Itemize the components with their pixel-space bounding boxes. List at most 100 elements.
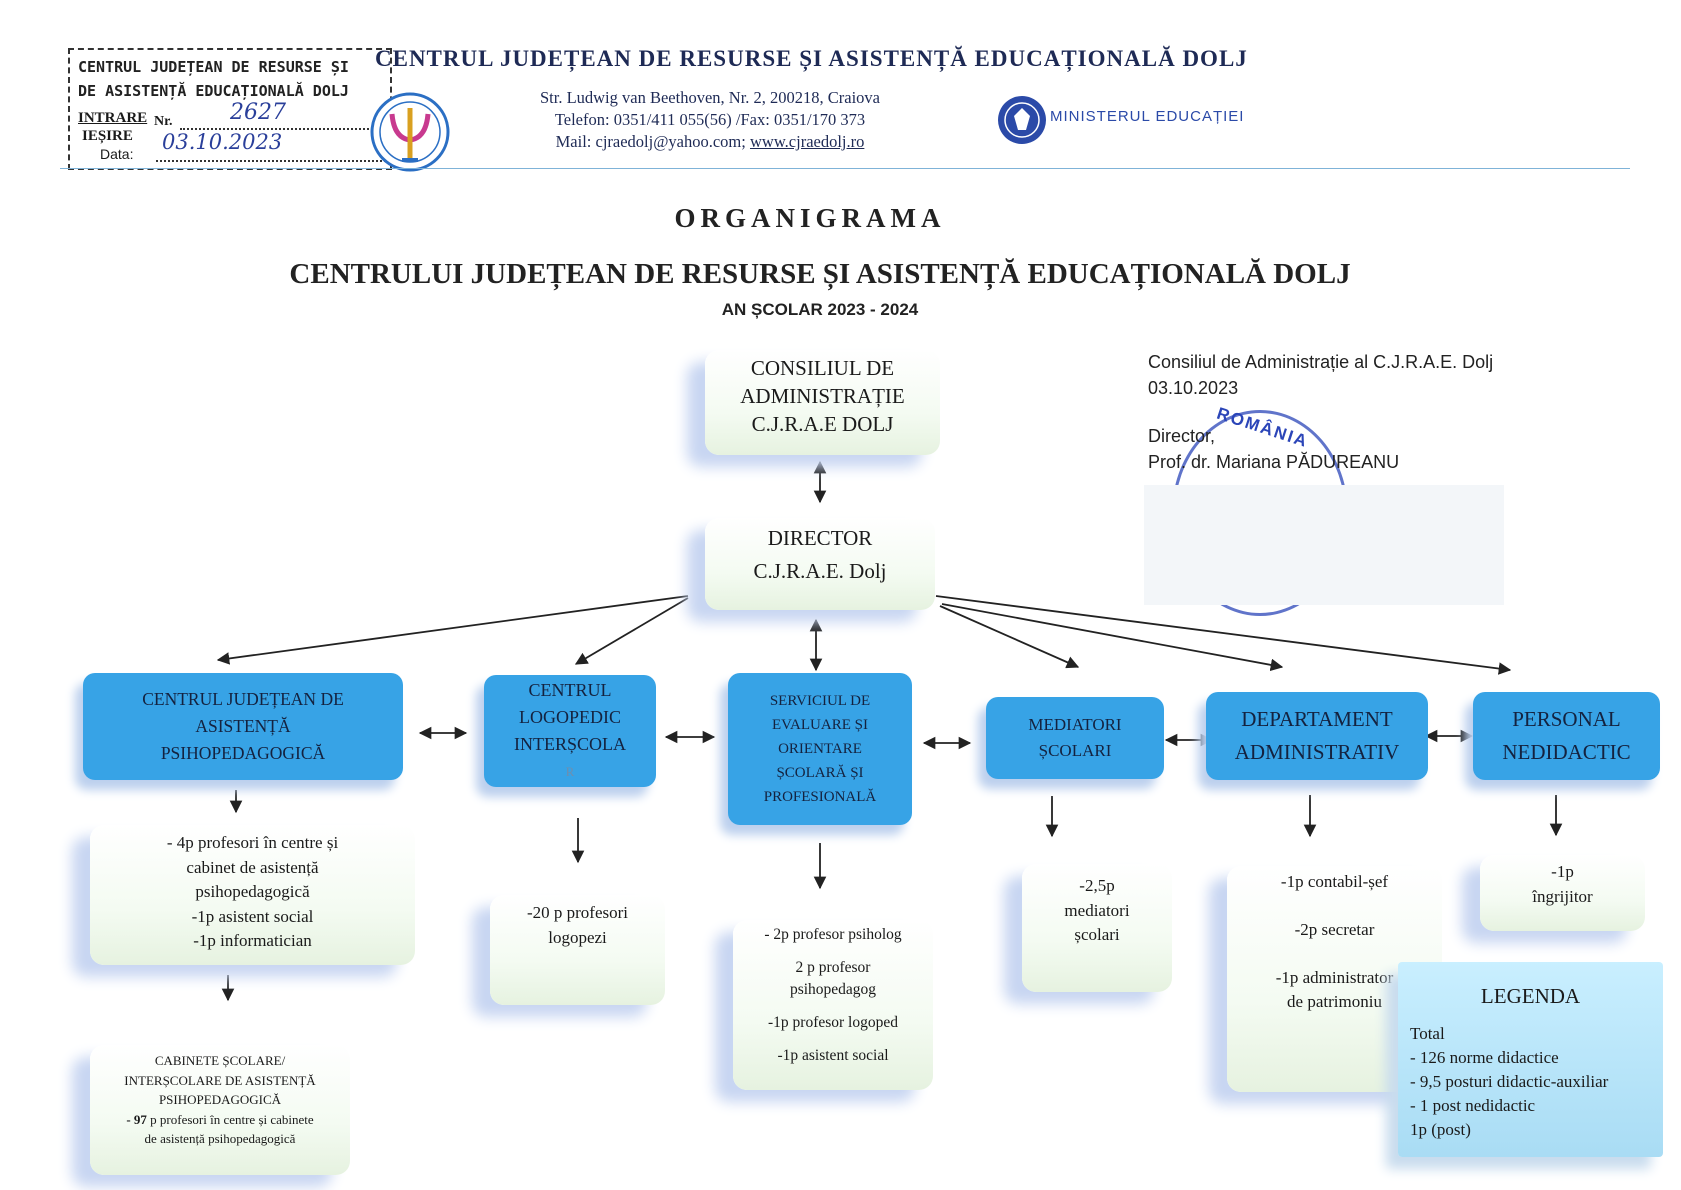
- staff-seosp-line-3: psihopedagog: [789, 981, 877, 998]
- dept-cjap: CENTRUL JUDEȚEAN DE ASISTENȚĂ PSIHOPEDAG…: [83, 673, 403, 780]
- mail-line: Mail: cjraedolj@yahoo.com; www.cjraedolj…: [480, 131, 940, 153]
- legend-line-4: - 1 post nedidactic: [1410, 1096, 1536, 1115]
- dept-cjap-line-3: PSIHOPEDAGOGICĂ: [160, 743, 326, 763]
- dept-administrative-line-2: ADMINISTRATIV: [1234, 740, 1400, 764]
- redacted-signature-area: [1144, 485, 1504, 605]
- website-link[interactable]: www.cjraedolj.ro: [749, 132, 865, 151]
- director-line-2: C.J.R.A.E. Dolj: [753, 559, 887, 583]
- dept-seosp-line-4: ȘCOLARĂ ȘI: [776, 765, 864, 781]
- dept-seosp-line-5: PROFESIONALĂ: [763, 789, 877, 805]
- dept-non-teaching-line-1: PERSONAL: [1512, 707, 1621, 731]
- ministry-emblem-icon: [998, 96, 1046, 144]
- cabinets-heading-3: PSIHOPEDAGOGICĂ: [158, 1092, 282, 1107]
- staff-cjap-line-4: -1p asistent social: [191, 906, 314, 926]
- staff-administrative-line-3: -1p administrator: [1275, 968, 1394, 987]
- dept-seosp-line-3: ORIENTARE: [778, 741, 862, 757]
- staff-logopedic: -20 p profesori logopezi: [490, 895, 665, 1005]
- staff-cjap-line-1: - 4p profesori în centre și: [166, 833, 339, 852]
- staff-logopedic-line-1: -20 p profesori: [526, 903, 629, 922]
- dept-mediators-line-1: MEDIATORI: [1028, 715, 1122, 734]
- dept-non-teaching-line-2: NEDIDACTIC: [1502, 740, 1631, 764]
- staff-cjap-line-5: -1p informatician: [193, 931, 312, 950]
- document-subtitle: CENTRULUI JUDEȚEAN DE RESURSE ȘI ASISTEN…: [289, 258, 1351, 290]
- cabinets-count-rest: p profesori în centre și cabinete: [146, 1111, 314, 1127]
- staff-seosp-line-5: -1p asistent social: [777, 1047, 889, 1064]
- dept-seosp: SERVICIUL DE EVALUARE ȘI ORIENTARE ȘCOLA…: [728, 673, 912, 825]
- approval-signatory: Prof. dr. Mariana PĂDUREANU: [1148, 452, 1400, 472]
- approval-block: Consiliul de Administrație al C.J.R.A.E.…: [1148, 349, 1493, 475]
- link-director-d1: [216, 595, 689, 665]
- legend-line-2: - 126 norme didactice: [1410, 1048, 1559, 1067]
- staff-mediators-line-2: mediatori: [1064, 900, 1130, 920]
- mail-text: Mail: cjraedolj@yahoo.com;: [555, 132, 746, 151]
- staff-logopedic-line-2: logopezi: [548, 927, 607, 947]
- stamp-date-value: 03.10.2023: [162, 130, 283, 154]
- institution-name: CENTRUL JUDEȚEAN DE RESURSE ȘI ASISTENȚĂ…: [375, 46, 1248, 71]
- registration-stamp: CENTRUL JUDEȚEAN DE RESURSE ȘI DE ASISTE…: [68, 48, 392, 170]
- board-line-3: C.J.R.A.E DOLJ: [751, 412, 894, 436]
- dept-seosp-line-1: SERVICIUL DE: [769, 693, 871, 709]
- ministry-name: MINISTERUL EDUCAȚIEI: [1050, 108, 1245, 125]
- dept-cjap-line-2: ASISTENȚĂ: [195, 716, 291, 736]
- stamp-intrare: INTRARE: [78, 110, 148, 126]
- school-year: AN ȘCOLAR 2023 - 2024: [721, 300, 919, 319]
- board-line-2: ADMINISTRAȚIE: [740, 384, 905, 408]
- staff-cjap-line-3: psihopedagogică: [195, 882, 310, 901]
- staff-school-cabinets: CABINETE ȘCOLARE/ INTERȘCOLARE DE ASISTE…: [90, 1045, 350, 1175]
- staff-seosp-line-4: -1p profesor logoped: [768, 1014, 898, 1031]
- staff-non-teaching-line-1: -1p: [1551, 862, 1574, 881]
- stamp-nr-label: Nr.: [154, 114, 173, 129]
- dept-administrative-line-1: DEPARTAMENT: [1241, 707, 1393, 731]
- staff-administrative-line-4: de patrimoniu: [1287, 992, 1382, 1011]
- legend-line-1: Total: [1410, 1024, 1445, 1043]
- address-line: Str. Ludwig van Beethoven, Nr. 2, 200218…: [539, 88, 881, 107]
- director-line-1: DIRECTOR: [767, 526, 873, 550]
- dept-mediators: MEDIATORI ȘCOLARI: [986, 697, 1164, 779]
- link-director-d4: [939, 605, 1080, 669]
- legend-line-5: 1p (post): [1410, 1120, 1471, 1139]
- cabinets-heading-1: CABINETE ȘCOLARE/: [154, 1053, 286, 1068]
- header-divider: [60, 168, 1630, 169]
- institution-logo-icon: [370, 92, 450, 172]
- director-box: DIRECTOR C.J.R.A.E. Dolj: [705, 518, 935, 610]
- stamp-dots-nr: [180, 128, 380, 130]
- dept-administrative: DEPARTAMENT ADMINISTRATIV: [1206, 692, 1428, 780]
- staff-cjap-line-2: cabinet de asistență: [186, 857, 319, 877]
- link-director-d2: [574, 597, 689, 665]
- staff-cjap: - 4p profesori în centre și cabinet de a…: [90, 825, 415, 965]
- dept-logopedic: CENTRUL LOGOPEDIC INTERȘCOLA R: [484, 675, 656, 787]
- link-director-d5: [941, 603, 1284, 672]
- staff-non-teaching: -1p îngrijitor: [1480, 855, 1645, 931]
- stamp-line-2: DE ASISTENȚĂ EDUCAȚIONALĂ DOLJ: [78, 82, 349, 100]
- legend-title: LEGENDA: [1480, 984, 1581, 1008]
- stamp-data-label: Data:: [100, 146, 134, 162]
- document-title: ORGANIGRAMA: [674, 203, 946, 233]
- dept-logopedic-line-1: CENTRUL: [528, 680, 612, 700]
- institution-contact: Str. Ludwig van Beethoven, Nr. 2, 200218…: [480, 87, 940, 153]
- cabinets-count-line-2: de asistență psihopedagogică: [144, 1131, 296, 1146]
- staff-administrative-line-2: -2p secretar: [1294, 920, 1375, 939]
- board-box: CONSILIUL DE ADMINISTRAȚIE C.J.R.A.E DOL…: [705, 350, 940, 455]
- stamp-line-1: CENTRUL JUDEȚEAN DE RESURSE ȘI: [78, 58, 349, 76]
- approval-board: Consiliul de Administrație al C.J.R.A.E.…: [1148, 352, 1494, 372]
- dept-logopedic-line-2: LOGOPEDIC: [519, 707, 621, 727]
- stamp-nr-value: 2627: [230, 100, 286, 125]
- link-director-d6: [935, 595, 1512, 675]
- dept-mediators-line-2: ȘCOLARI: [1038, 741, 1112, 760]
- staff-seosp: - 2p profesor psiholog 2 p profesor psih…: [733, 920, 933, 1090]
- cabinets-heading-2: INTERȘCOLARE DE ASISTENȚĂ: [124, 1072, 316, 1088]
- phone-line: Telefon: 0351/411 055(56) /Fax: 0351/170…: [554, 110, 866, 129]
- cabinets-count-line: - 97 p profesori în centre și cabinete: [90, 1110, 350, 1130]
- approval-date: 03.10.2023: [1148, 378, 1239, 398]
- staff-seosp-line-1: - 2p profesor psiholog: [764, 926, 902, 943]
- stamp-dots-date: [156, 160, 386, 162]
- staff-mediators-line-1: -2,5p: [1079, 876, 1115, 895]
- approval-role: Director,: [1148, 426, 1216, 446]
- staff-seosp-line-2: 2 p profesor: [795, 959, 871, 976]
- legend-box: LEGENDA Total - 126 norme didactice - 9,…: [1398, 962, 1663, 1157]
- dept-non-teaching: PERSONAL NEDIDACTIC: [1473, 692, 1660, 780]
- dept-seosp-line-2: EVALUARE ȘI: [772, 717, 868, 733]
- dept-logopedic-line-3: INTERȘCOLA: [514, 734, 626, 754]
- cabinets-count: - 97: [126, 1111, 147, 1127]
- dept-logopedic-line-4: R: [565, 764, 575, 779]
